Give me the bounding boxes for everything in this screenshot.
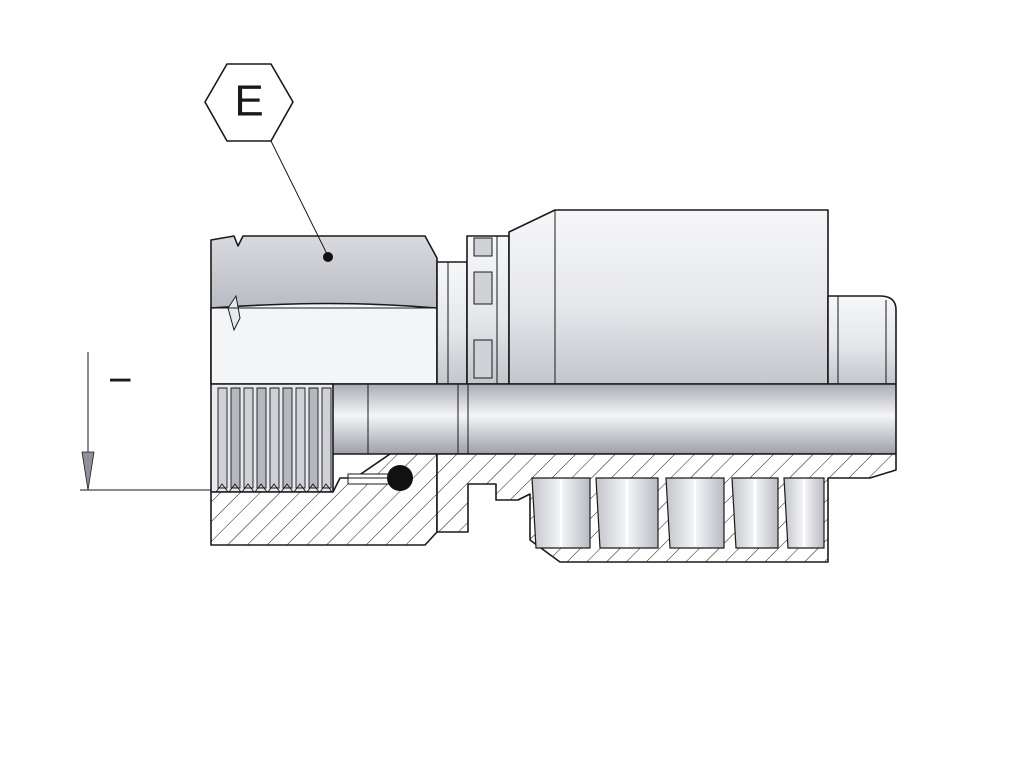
thread-flank	[321, 387, 332, 489]
collar-window	[473, 237, 493, 257]
thread-flank	[230, 387, 241, 489]
thread-tooth	[280, 483, 294, 493]
thread-tooth	[306, 483, 320, 493]
thread-tooth	[319, 483, 333, 493]
hose-end	[827, 295, 897, 385]
thread-flank	[282, 387, 293, 489]
thread-tooth	[241, 483, 255, 493]
collar-window	[473, 339, 493, 379]
collar	[466, 235, 510, 385]
callout-e: E	[204, 63, 333, 262]
thread-flank	[269, 387, 280, 489]
thread-flank	[217, 387, 228, 489]
thread-tooth	[228, 483, 242, 493]
dimension-label: I	[103, 376, 136, 384]
thread-flank	[308, 387, 319, 489]
dimension-i: I	[80, 352, 211, 491]
o-ring-seal	[387, 465, 413, 491]
center-bore	[329, 383, 897, 455]
thread-tooth	[215, 483, 229, 493]
o-ring	[347, 465, 413, 491]
leader-dot	[323, 252, 333, 262]
spacer-ring	[436, 261, 468, 385]
thread-tooth	[254, 483, 268, 493]
socket-shell	[508, 209, 829, 385]
socket-teeth	[531, 477, 825, 549]
thread-flank	[256, 387, 267, 489]
callout-label: E	[234, 77, 263, 126]
collar-window	[473, 271, 493, 305]
thread-flanks	[215, 387, 333, 493]
thread-flank	[295, 387, 306, 489]
thread-flank	[243, 387, 254, 489]
thread-tooth	[293, 483, 307, 493]
thread-tooth	[267, 483, 281, 493]
